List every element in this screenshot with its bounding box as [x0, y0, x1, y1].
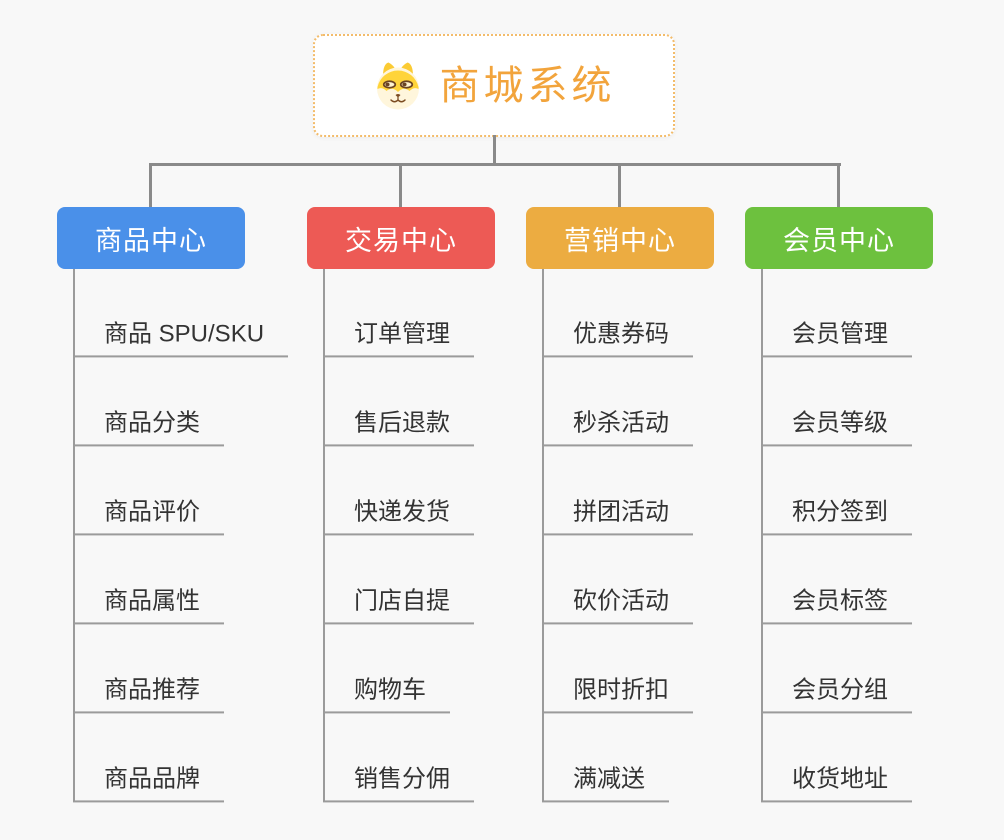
connector-branch-drop [618, 163, 621, 209]
branch-label: 营销中心 [564, 225, 676, 256]
branch-node[interactable]: 商品中心 [57, 207, 245, 269]
connector-branch-drop [837, 163, 840, 209]
node-item[interactable]: 订单管理 [323, 320, 474, 357]
connector-branch-drop [399, 163, 402, 209]
node-item[interactable]: 会员分组 [761, 676, 912, 713]
node-item[interactable]: 商品分类 [73, 409, 224, 446]
branch-spine [73, 269, 75, 802]
branch-label: 交易中心 [345, 225, 457, 256]
branch-spine [761, 269, 763, 802]
node-item[interactable]: 会员管理 [761, 320, 912, 357]
branch-node[interactable]: 交易中心 [307, 207, 495, 269]
node-item[interactable]: 拼团活动 [542, 498, 693, 535]
node-item[interactable]: 售后退款 [323, 409, 474, 446]
root-title: 商城系统 [439, 63, 616, 108]
node-item[interactable]: 秒杀活动 [542, 409, 693, 446]
branch-spine [542, 269, 544, 802]
node-item[interactable]: 会员标签 [761, 587, 912, 624]
node-item[interactable]: 满减送 [542, 765, 669, 802]
node-item[interactable]: 购物车 [323, 676, 450, 713]
node-item[interactable]: 销售分佣 [323, 765, 474, 802]
node-item[interactable]: 会员等级 [761, 409, 912, 446]
node-item[interactable]: 门店自提 [323, 587, 474, 624]
dog-face-icon [376, 62, 419, 109]
connector-root-drop [493, 135, 496, 165]
branch-spine [323, 269, 325, 802]
node-item[interactable]: 快递发货 [323, 498, 474, 535]
node-item[interactable]: 积分签到 [761, 498, 912, 535]
node-item[interactable]: 收货地址 [761, 765, 912, 802]
branch-label: 商品中心 [95, 225, 207, 256]
node-item[interactable]: 商品属性 [73, 587, 224, 624]
branch-node[interactable]: 营销中心 [526, 207, 714, 269]
node-item[interactable]: 商品品牌 [73, 765, 224, 802]
node-item[interactable]: 商品评价 [73, 498, 224, 535]
node-item[interactable]: 商品 SPU/SKU [73, 320, 289, 357]
branch-node[interactable]: 会员中心 [745, 207, 933, 269]
connector-branch-drop [149, 163, 152, 209]
node-item[interactable]: 砍价活动 [542, 587, 693, 624]
node-item[interactable]: 优惠券码 [542, 320, 693, 357]
connector-horizontal-bar [149, 163, 841, 166]
node-item[interactable]: 商品推荐 [73, 676, 224, 713]
root-node[interactable]: 商城系统 [313, 34, 675, 137]
node-item[interactable]: 限时折扣 [542, 676, 693, 713]
branch-label: 会员中心 [783, 225, 895, 256]
